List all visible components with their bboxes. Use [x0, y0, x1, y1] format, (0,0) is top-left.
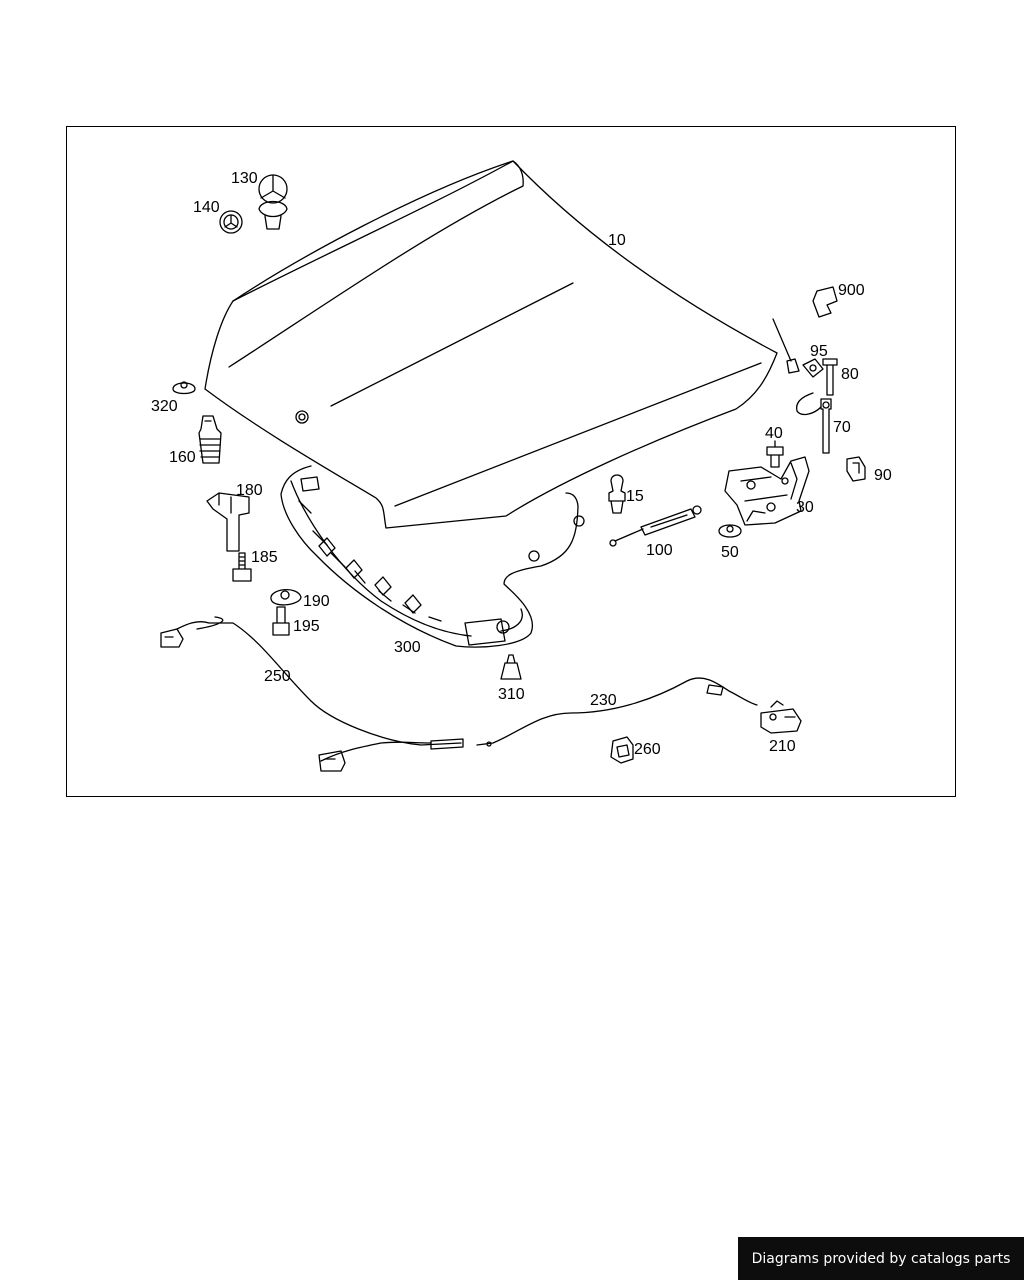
- part-100-gas-strut[interactable]: [609, 505, 702, 547]
- part-15-pin[interactable]: [608, 474, 626, 514]
- part-900-label[interactable]: [772, 286, 838, 374]
- part-310-clip[interactable]: [500, 654, 522, 680]
- callout-80: 80: [841, 366, 859, 383]
- callout-190: 190: [303, 593, 330, 610]
- callout-10: 10: [608, 232, 626, 249]
- part-140-emblem[interactable]: [219, 210, 243, 234]
- callout-250: 250: [264, 668, 291, 685]
- part-250-cable[interactable]: [160, 616, 464, 772]
- callout-310: 310: [498, 686, 525, 703]
- part-180-bracket[interactable]: [206, 492, 250, 552]
- part-300-seal[interactable]: [280, 465, 585, 648]
- callout-260: 260: [634, 741, 661, 758]
- callout-100: 100: [646, 542, 673, 559]
- part-95-nut[interactable]: [802, 358, 824, 378]
- part-40-bolt[interactable]: [766, 440, 784, 468]
- callout-90: 90: [874, 467, 892, 484]
- part-50-grommet[interactable]: [718, 524, 742, 538]
- callout-300: 300: [394, 639, 421, 656]
- callout-180: 180: [236, 482, 263, 499]
- callout-160: 160: [169, 449, 196, 466]
- part-185-bolt[interactable]: [232, 552, 252, 582]
- callout-15: 15: [626, 488, 644, 505]
- callout-70: 70: [833, 419, 851, 436]
- part-90-clip[interactable]: [846, 456, 866, 482]
- exploded-parts-diagram: 10 15 30 40 50 70 80 90 95 100 130 140 1…: [151, 160, 892, 772]
- part-80-screw[interactable]: [822, 358, 838, 396]
- part-230-cable[interactable]: [476, 677, 758, 747]
- callout-140: 140: [193, 199, 220, 216]
- part-30-hinge[interactable]: [724, 456, 810, 526]
- part-70-latch-rod[interactable]: [795, 392, 832, 454]
- footer-credit-text: Diagrams provided by catalogs parts: [751, 1250, 1011, 1267]
- part-190-buffer[interactable]: [270, 589, 302, 606]
- callout-210: 210: [769, 738, 796, 755]
- callout-195: 195: [293, 618, 320, 635]
- callout-185: 185: [251, 549, 278, 566]
- part-160-bump-stop[interactable]: [198, 415, 222, 464]
- part-195-bolt[interactable]: [272, 606, 290, 636]
- callout-230: 230: [590, 692, 617, 709]
- part-10-hood[interactable]: [204, 160, 778, 529]
- part-130-emblem-star[interactable]: [258, 174, 288, 230]
- diagram-frame: 10 15 30 40 50 70 80 90 95 100 130 140 1…: [66, 126, 956, 797]
- part-210-handle[interactable]: [760, 700, 802, 734]
- callout-30: 30: [796, 499, 814, 516]
- callout-130: 130: [231, 170, 258, 187]
- callout-900: 900: [838, 282, 865, 299]
- callout-50: 50: [721, 544, 739, 561]
- part-320-washer[interactable]: [172, 381, 196, 395]
- callout-320: 320: [151, 398, 178, 415]
- callout-95: 95: [810, 343, 828, 360]
- footer-credit: Diagrams provided by catalogs parts: [738, 1237, 1024, 1280]
- part-260-bracket[interactable]: [610, 736, 634, 764]
- callout-40: 40: [765, 425, 783, 442]
